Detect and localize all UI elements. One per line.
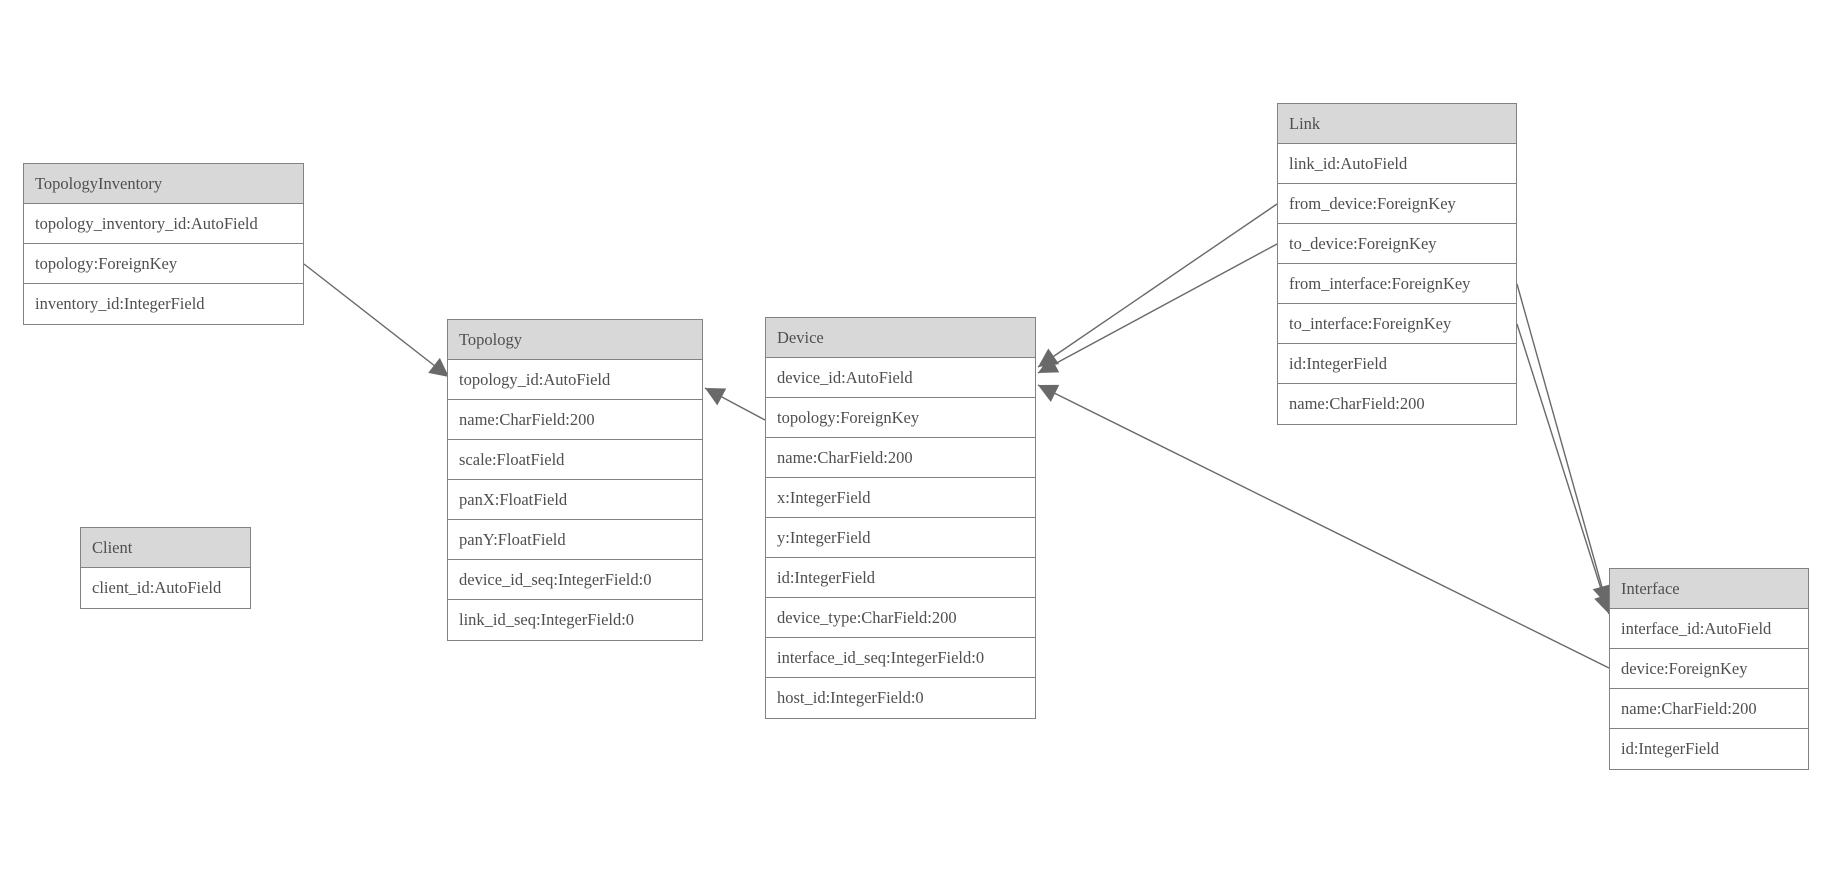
table-device-field-row: device_id:AutoField — [766, 358, 1035, 398]
edge-link-to-interface — [1516, 323, 1613, 615]
edge-link-from-interface — [1516, 283, 1612, 606]
table-link-field-row: name:CharField:200 — [1289, 394, 1425, 413]
edge-link-to-device — [1037, 243, 1278, 374]
table-device-field-row: interface_id_seq:IntegerField:0 — [766, 638, 1035, 678]
table-topology-field-row: device_id_seq:IntegerField:0 — [448, 560, 702, 600]
table-interface-title: Interface — [1610, 569, 1808, 609]
table-device-field-row: y:IntegerField — [766, 518, 1035, 558]
table-link-field-row: from_interface:ForeignKey — [1278, 264, 1516, 304]
table-interface-field-row: id:IntegerField — [1621, 739, 1720, 758]
table-topology-field-row: panY:FloatField — [448, 520, 702, 560]
edge-device-topology — [704, 387, 766, 421]
table-link-field-row: to_device:ForeignKey — [1278, 224, 1516, 264]
edge-link-from-device — [1037, 203, 1278, 368]
edge-interface-device — [1037, 384, 1610, 669]
table-device-field-row: id:IntegerField — [766, 558, 1035, 598]
table-topology-inventory-title: TopologyInventory — [24, 164, 303, 204]
table-topology-title: Topology — [448, 320, 702, 360]
table-topology-field-row: link_id_seq:IntegerField:0 — [459, 610, 635, 629]
table-interface-field-row: name:CharField:200 — [1610, 689, 1808, 729]
edge-topologyinventory-topology — [303, 263, 450, 378]
table-client-field-row: client_id:AutoField — [92, 578, 222, 597]
table-device-field-row: name:CharField:200 — [766, 438, 1035, 478]
table-topology-field-row: panX:FloatField — [448, 480, 702, 520]
table-device-field-row: device_type:CharField:200 — [766, 598, 1035, 638]
table-device-field-row: x:IntegerField — [766, 478, 1035, 518]
table-topology-inventory-field-row: topology:ForeignKey — [24, 244, 303, 284]
table-device-title: Device — [766, 318, 1035, 358]
table-device-field-row: topology:ForeignKey — [766, 398, 1035, 438]
table-interface-field-row: device:ForeignKey — [1610, 649, 1808, 689]
table-topology-field-row: topology_id:AutoField — [448, 360, 702, 400]
table-interface-field-row: interface_id:AutoField — [1610, 609, 1808, 649]
table-client-title: Client — [81, 528, 250, 568]
table-device-field-row: host_id:IntegerField:0 — [777, 688, 924, 707]
table-link-field-row: link_id:AutoField — [1278, 144, 1516, 184]
table-link-title: Link — [1278, 104, 1516, 144]
table-topology-field-row: name:CharField:200 — [448, 400, 702, 440]
table-topology-inventory-field-row: inventory_id:IntegerField — [35, 294, 205, 313]
table-topology-inventory-field-row: topology_inventory_id:AutoField — [24, 204, 303, 244]
table-topology-field-row: scale:FloatField — [448, 440, 702, 480]
table-client: Client client_id:AutoField — [80, 527, 251, 609]
table-link-field-row: to_interface:ForeignKey — [1278, 304, 1516, 344]
table-link-field-row: id:IntegerField — [1278, 344, 1516, 384]
table-link-field-row: from_device:ForeignKey — [1278, 184, 1516, 224]
